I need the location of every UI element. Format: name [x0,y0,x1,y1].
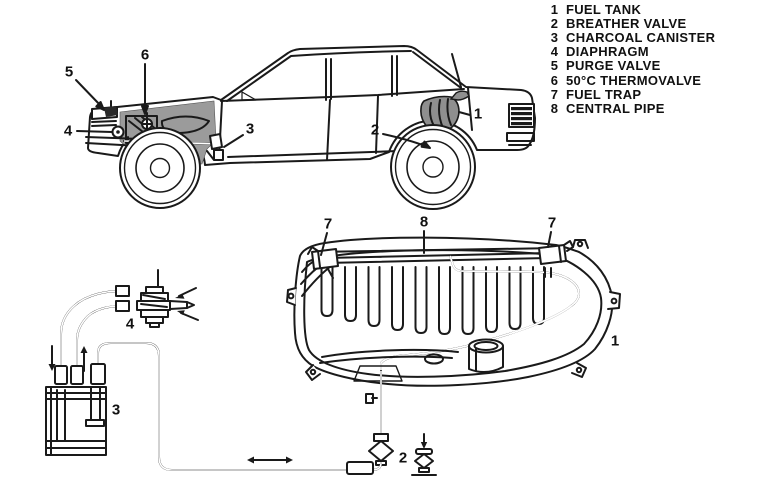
legend-label: CENTRAL PIPE [566,100,665,116]
callout-purge-valve: 5 [64,63,74,81]
legend-item-fuel-trap: 7 FUEL TRAP [526,86,766,102]
legend-label: DIAPHRAGM [566,44,649,60]
callout-diaphragm: 4 [63,122,73,140]
legend-num: 7 [550,86,558,102]
rear-end [506,103,535,146]
purge-valve-part [104,106,118,117]
car-windows [220,50,465,102]
legend-label: FUEL TRAP [566,86,642,102]
callout-charcoal-canister: 3 [245,120,255,138]
legend-num: 5 [550,58,558,74]
diaphragm-valve-drawing [60,269,199,367]
tank-inner-seam [303,249,603,378]
legend-label: PURGE VALVE [566,58,661,74]
callout-fuel-tank-bottom: 1 [610,332,620,350]
callout-thermovalve: 6 [140,46,150,64]
legend-label: 50°C THERMOVALVE [566,72,702,88]
legend-num: 3 [550,29,558,45]
legend-num: 2 [550,15,558,31]
callout-fuel-tank: 1 [473,105,483,123]
fuel-sender-unit [468,338,504,373]
legend-item-diaphragm: 4 DIAPHRAGM [526,44,766,60]
canister-location-part [206,133,224,161]
callout-canister-bottom: 3 [111,401,121,419]
legend-num: 6 [550,72,558,88]
legend-item-breather-valve: 2 BREATHER VALVE [526,15,766,31]
tank-floor-details [319,348,459,382]
flow-arrow-right [286,456,293,464]
return-pipe [97,342,382,475]
evap-plumbing [45,269,437,476]
tank-callout-leaders [320,230,552,256]
charcoal-canister-drawing [45,386,107,456]
legend-item-purge-valve: 5 PURGE VALVE [526,58,766,74]
legend-num: 8 [550,100,558,116]
mounting-tabs [286,239,621,381]
fuel-tank-cutaway [420,90,470,153]
breather-valve-icon [411,433,437,476]
callout-fuel-trap-left: 7 [323,215,333,233]
fuel-trap-right-part [538,240,574,265]
flow-up-arrow [80,346,88,353]
canister-flow-arrows [48,345,88,372]
legend-num: 1 [550,1,558,17]
callout-breather-bottom: 2 [398,449,408,467]
vent-pipe [380,255,581,372]
underhood-components [104,100,224,161]
callout-diaphragm-bottom: 4 [125,315,135,333]
fuel-tank-drawing [286,230,621,387]
car-callout-leaders [75,63,471,149]
system-layout-view [45,230,621,476]
legend-item-charcoal-canister: 3 CHARCOAL CANISTER [526,29,766,45]
callout-central-pipe: 8 [419,213,429,231]
flow-arrow-left [247,456,254,464]
pipe-coupling [346,461,374,475]
legend-item-fuel-tank: 1 FUEL TANK [526,1,766,17]
rear-wheel [390,124,476,210]
car-side-view [75,45,536,210]
callout-breather-valve: 2 [370,121,380,139]
legend-item-thermovalve: 6 50°C THERMOVALVE [526,72,766,88]
air-in-arrow-bottom [177,310,185,315]
front-wheel [119,127,201,209]
legend-label: CHARCOAL CANISTER [566,29,716,45]
legend-label: BREATHER VALVE [566,15,687,31]
callout-fuel-trap-right: 7 [547,214,557,232]
legend-label: FUEL TANK [566,1,642,17]
air-in-arrow-top [175,294,185,299]
flow-down-arrow [48,364,56,371]
hose-sleeves [54,363,106,385]
legend-num: 4 [550,44,558,60]
legend-item-central-pipe: 8 CENTRAL PIPE [526,100,766,116]
fuel-trap-left-part [307,246,339,279]
fuel-filler-neck [449,90,470,101]
central-pipe [324,252,549,264]
breather-valve-assembly [365,370,394,466]
legend: 1 FUEL TANK 2 BREATHER VALVE 3 CHARCOAL … [526,2,766,116]
